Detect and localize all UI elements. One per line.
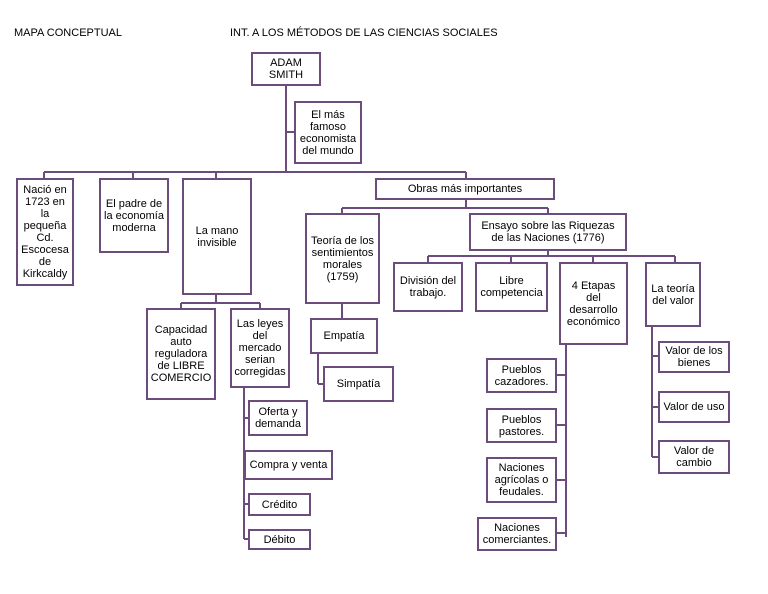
- node-padre-economia: El padre de la economía moderna: [99, 178, 169, 253]
- page-title: INT. A LOS MÉTODOS DE LAS CIENCIAS SOCIA…: [230, 27, 498, 39]
- node-mano-invisible: La mano invisible: [182, 178, 252, 295]
- node-teoria-valor: La teoría del valor: [645, 262, 701, 327]
- node-obras-importantes: Obras más importantes: [375, 178, 555, 200]
- node-credito: Crédito: [248, 493, 311, 516]
- node-leyes-mercado: Las leyes del mercado serian corregidas: [230, 308, 290, 388]
- node-oferta-demanda: Oferta y demanda: [248, 400, 308, 436]
- node-etapas-desarrollo: 4 Etapas del desarrollo económico: [559, 262, 628, 345]
- node-compra-venta: Compra y venta: [244, 450, 333, 480]
- node-pueblos-pastores: Pueblos pastores.: [486, 408, 557, 443]
- node-valor-bienes: Valor de los bienes: [658, 341, 730, 373]
- node-pueblos-cazadores: Pueblos cazadores.: [486, 358, 557, 393]
- node-capacidad-autoreguladora: Capacidad auto reguladora de LIBRE COMER…: [146, 308, 216, 400]
- node-division-trabajo: División del trabajo.: [393, 262, 463, 312]
- node-naciones-agricolas: Naciones agrícolas o feudales.: [486, 457, 557, 503]
- node-nacio: Nació en 1723 en la pequeña Cd. Escocesa…: [16, 178, 74, 286]
- node-ensayo-riquezas: Ensayo sobre las Riquezas de las Nacione…: [469, 213, 627, 251]
- node-valor-cambio: Valor de cambio: [658, 440, 730, 474]
- node-naciones-comerciantes: Naciones comerciantes.: [477, 517, 557, 551]
- node-teoria-sentimientos: Teoría de los sentimientos morales (1759…: [305, 213, 380, 304]
- node-libre-competencia: Libre competencia: [475, 262, 548, 312]
- node-simpatia: Simpatía: [323, 366, 394, 402]
- node-valor-uso: Valor de uso: [658, 391, 730, 423]
- node-debito: Débito: [248, 529, 311, 550]
- node-adam-smith: ADAM SMITH: [251, 52, 321, 86]
- node-empatia: Empatía: [310, 318, 378, 354]
- node-famoso-economista: El más famoso economista del mundo: [294, 101, 362, 164]
- page-left-title: MAPA CONCEPTUAL: [14, 27, 122, 39]
